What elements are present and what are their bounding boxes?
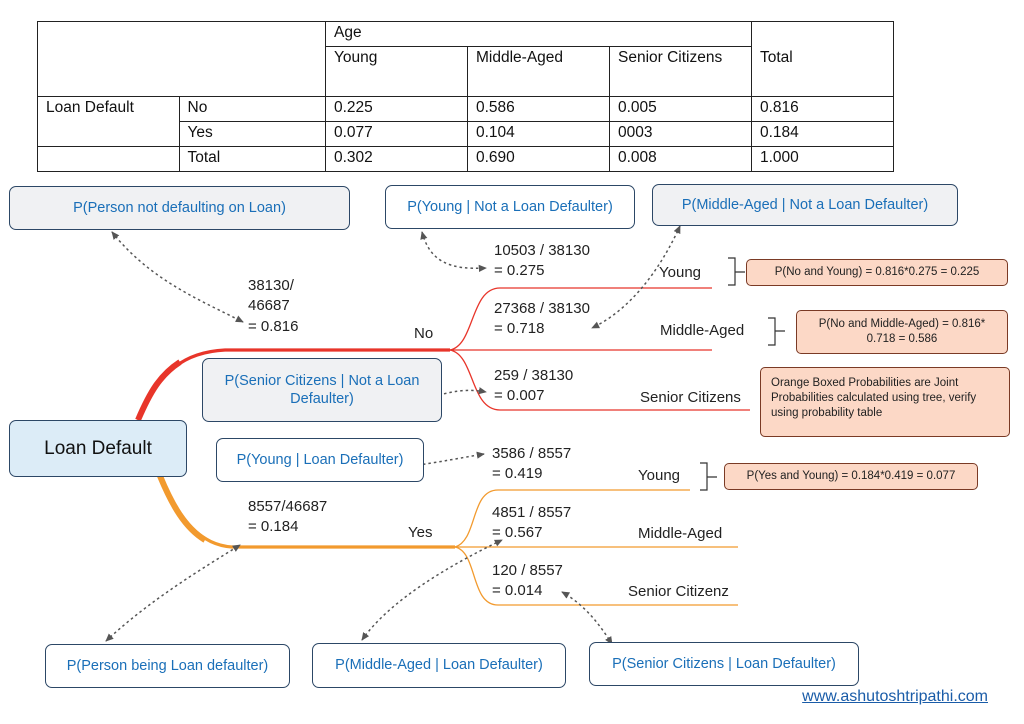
bracket-no-middle <box>768 317 785 346</box>
joint-no-middle: P(No and Middle-Aged) = 0.816* 0.718 = 0… <box>796 310 1008 354</box>
probability-table: Age Young Middle-Aged Senior Citizens To… <box>37 21 894 172</box>
yes-senior-fraction: 120 / 8557 = 0.014 <box>492 561 563 602</box>
arrow-young-not-defaulter <box>420 231 487 272</box>
yes-fraction-line2: = 0.184 <box>248 518 299 536</box>
fraction-line1: 259 / 38130 <box>494 367 574 384</box>
no-fraction-line1: 38130/ <box>248 277 294 294</box>
table-cell: 0.816 <box>751 96 894 122</box>
table-empty-cell <box>179 21 326 47</box>
joint-note: Orange Boxed Probabilities are Joint Pro… <box>760 367 1010 437</box>
yes-young-label: Young <box>638 467 680 484</box>
yes-middle-label: Middle-Aged <box>638 525 723 542</box>
yes-branch-label: Yes <box>408 524 433 541</box>
no-middle-label: Middle-Aged <box>660 322 745 339</box>
fraction-line1: 10503 / 38130 <box>494 242 590 259</box>
fraction-line2: = 0.275 <box>494 262 545 280</box>
callout-young-not-defaulter: P(Young | Not a Loan Defaulter) <box>385 185 635 229</box>
fraction-line2: = 0.007 <box>494 387 545 405</box>
joint-no-middle-line2: 0.718 = 0.586 <box>866 333 938 345</box>
table-empty-cell <box>37 146 180 172</box>
table-empty-cell <box>37 21 179 47</box>
arrow-middle-not-defaulter <box>591 225 681 329</box>
fraction-line2: = 0.567 <box>492 524 543 542</box>
bracket-no-young <box>728 257 745 286</box>
table-cell: 1.000 <box>751 146 894 172</box>
arrow-middle-defaulter <box>361 539 503 641</box>
no-senior-label: Senior Citizens <box>640 389 741 406</box>
fraction-line2: = 0.014 <box>492 582 543 600</box>
table-cell: 0003 <box>609 121 752 147</box>
joint-no-young: P(No and Young) = 0.816*0.275 = 0.225 <box>746 259 1008 286</box>
yes-fraction-line1: 8557/46687 <box>248 498 328 515</box>
column-header: Total <box>751 46 894 97</box>
fraction-line1: 3586 / 8557 <box>492 445 572 462</box>
no-senior-line <box>449 349 750 411</box>
arrow-not-defaulting <box>111 231 244 323</box>
fraction-line2: = 0.419 <box>492 465 543 483</box>
column-header: Middle-Aged <box>467 46 610 97</box>
callout-senior-not-defaulter: P(Senior Citizens | Not a Loan Defaulter… <box>202 358 442 422</box>
arrow-senior-defaulter <box>561 591 613 645</box>
joint-yes-young: P(Yes and Young) = 0.184*0.419 = 0.077 <box>724 463 978 490</box>
fraction-line1: 4851 / 8557 <box>492 504 572 521</box>
row-group-label: Loan Default <box>37 96 180 122</box>
no-middle-fraction: 27368 / 38130 = 0.718 <box>494 299 590 340</box>
age-group-header: Age <box>325 21 752 47</box>
row-label: No <box>178 96 326 122</box>
no-young-line <box>449 287 712 351</box>
joint-no-middle-line1: P(No and Middle-Aged) = 0.816* <box>818 318 986 331</box>
column-header: Senior Citizens <box>609 46 752 97</box>
fraction-line1: 120 / 8557 <box>492 562 563 579</box>
callout-young-defaulter: P(Young | Loan Defaulter) <box>216 438 424 482</box>
fraction-line2: = 0.718 <box>494 320 545 338</box>
yes-senior-label: Senior Citizenz <box>628 583 729 600</box>
callout-middle-defaulter: P(Middle-Aged | Loan Defaulter) <box>312 643 566 688</box>
no-branch-label: No <box>414 325 434 342</box>
fraction-line1: 27368 / 38130 <box>494 300 590 317</box>
no-fraction-line2: 46687 <box>248 297 290 315</box>
root-node-loan-default: Loan Default <box>9 420 187 477</box>
callout-middle-not-defaulter: P(Middle-Aged | Not a Loan Defaulter) <box>652 184 958 226</box>
no-fraction: 38130/ 46687 = 0.816 <box>248 276 298 337</box>
yes-middle-fraction: 4851 / 8557 = 0.567 <box>492 503 571 544</box>
table-cell: 0.302 <box>325 146 468 172</box>
table-cell: 0.586 <box>467 96 610 122</box>
row-label: Total <box>178 146 326 172</box>
table-cell: 0.005 <box>609 96 752 122</box>
column-header: Young <box>325 46 468 97</box>
yes-young-fraction: 3586 / 8557 = 0.419 <box>492 444 571 485</box>
no-young-fraction: 10503 / 38130 = 0.275 <box>494 241 590 282</box>
table-empty-cell <box>751 21 894 47</box>
callout-being-defaulter: P(Person being Loan defaulter) <box>45 644 290 688</box>
no-fraction-line3: = 0.816 <box>248 317 299 335</box>
arrow-being-defaulter <box>105 544 241 642</box>
footer-url-link[interactable]: www.ashutoshtripathi.com <box>802 688 988 705</box>
no-young-label: Young <box>659 264 701 281</box>
table-cell: 0.184 <box>751 121 894 147</box>
no-senior-fraction: 259 / 38130 = 0.007 <box>494 366 573 407</box>
yes-branch-thick <box>157 474 207 543</box>
table-cell: 0.690 <box>467 146 610 172</box>
yes-fraction: 8557/46687 = 0.184 <box>248 497 327 538</box>
table-cell: 0.104 <box>467 121 610 147</box>
callout-senior-defaulter: P(Senior Citizens | Loan Defaulter) <box>589 642 859 686</box>
table-cell: 0.225 <box>325 96 468 122</box>
no-branch-thick <box>135 359 182 422</box>
bracket-yes-young <box>700 462 717 491</box>
callout-not-defaulting: P(Person not defaulting on Loan) <box>9 186 350 230</box>
